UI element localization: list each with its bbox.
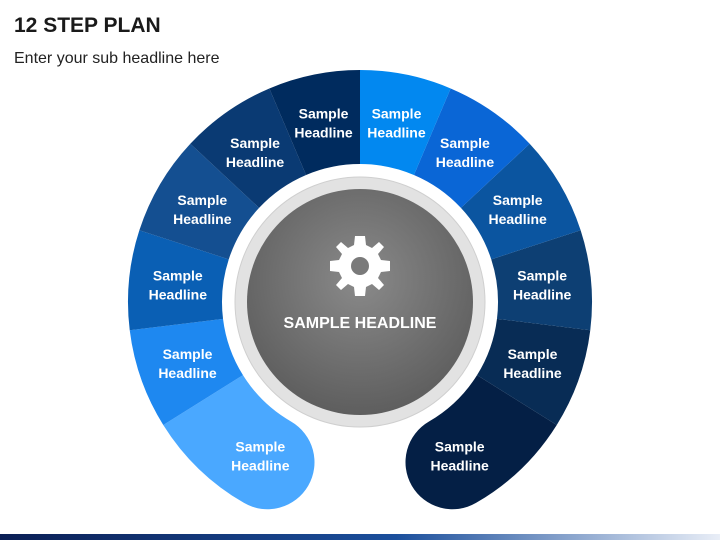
step-segment-6: [163, 375, 315, 510]
center-label: SAMPLE HEADLINE: [284, 315, 437, 332]
step-segment-3: [139, 143, 260, 260]
step-segment-5: [129, 318, 243, 425]
page-subtitle: Enter your sub headline here: [14, 50, 220, 67]
step-segment-1: [269, 70, 360, 175]
step-segment-4: [128, 230, 229, 331]
step-segment-7: [360, 70, 451, 175]
bottom-accent-bar: [0, 534, 720, 540]
step-segment-2: [190, 88, 307, 208]
step-segments: [128, 70, 592, 510]
step-segment-10: [491, 230, 592, 331]
step-segment-9: [460, 143, 581, 260]
center-circle: [247, 189, 473, 415]
step-segment-8: [413, 88, 530, 208]
step-segment-12: [405, 375, 557, 510]
gear-icon: [330, 236, 390, 296]
page-title: 12 STEP PLAN: [14, 14, 161, 37]
step-segment-11: [477, 318, 591, 425]
